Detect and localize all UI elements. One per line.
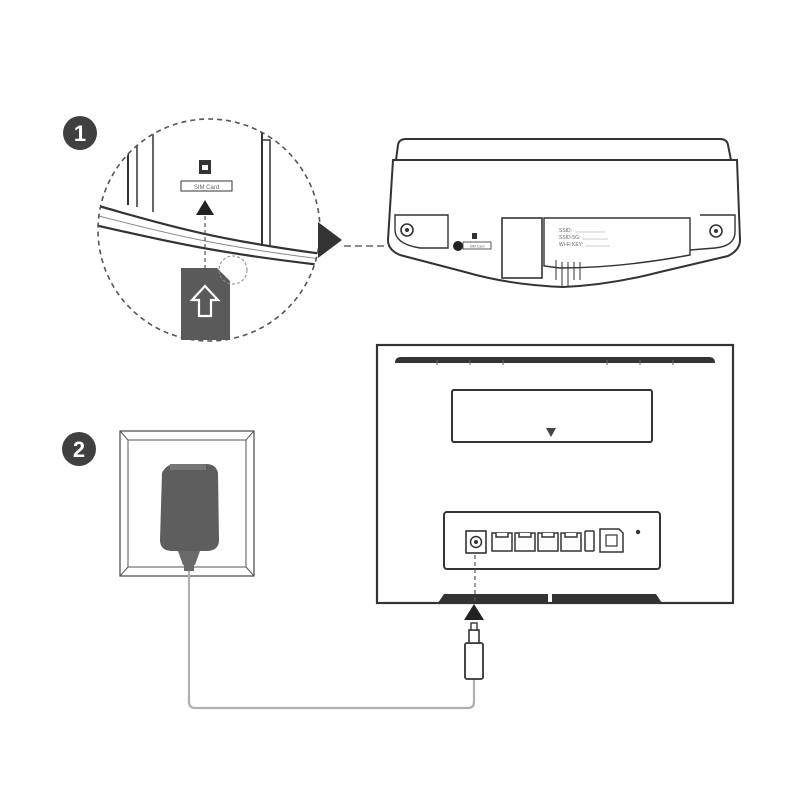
- sim-slot: SIM Card: [180, 180, 233, 192]
- sim-slot-label: SIM Card: [194, 185, 219, 191]
- info-line-ssid: SSID:: [559, 228, 572, 234]
- sim-card: [181, 268, 230, 340]
- triangle-down-icon: [546, 428, 556, 437]
- info-line-ssid-5g: SSID-5G:: [559, 235, 580, 241]
- sim-icon: [199, 160, 211, 174]
- power-cable: [187, 571, 476, 710]
- svg-text:1: 1: [74, 121, 86, 146]
- zoom-detail: SIM Card: [97, 118, 321, 342]
- step-1-badge: 1: [63, 116, 97, 150]
- router-back-view: [375, 343, 735, 605]
- screw-left: [400, 223, 414, 237]
- card-arrow-up-icon: [189, 284, 221, 318]
- notch-detail: [218, 255, 248, 285]
- router-bottom-view: SIM Card SSID: SSID-5G: Wi-Fi KEY:: [386, 138, 742, 289]
- reset-hole: [635, 529, 641, 535]
- sim-slot-marker: [453, 241, 463, 251]
- arrow-up-icon: [196, 200, 214, 215]
- power-port: [465, 530, 487, 554]
- lan-ports: [491, 532, 582, 552]
- dc-plug-icon: [464, 622, 484, 680]
- screw-right: [709, 224, 723, 238]
- step-2-badge: 2: [62, 432, 96, 466]
- tel-port: [599, 528, 624, 553]
- plug-arrow-up-icon: [464, 604, 484, 620]
- power-adapter-icon: [160, 464, 219, 571]
- arrow-right-icon: [318, 222, 342, 258]
- svg-text:2: 2: [73, 437, 85, 462]
- usb-port: [584, 530, 595, 552]
- bottom-sim-slot-label: SIM Card: [470, 245, 485, 249]
- bottom-sim-icon: [472, 233, 477, 239]
- info-line-wifi-key: Wi-Fi KEY:: [559, 242, 583, 248]
